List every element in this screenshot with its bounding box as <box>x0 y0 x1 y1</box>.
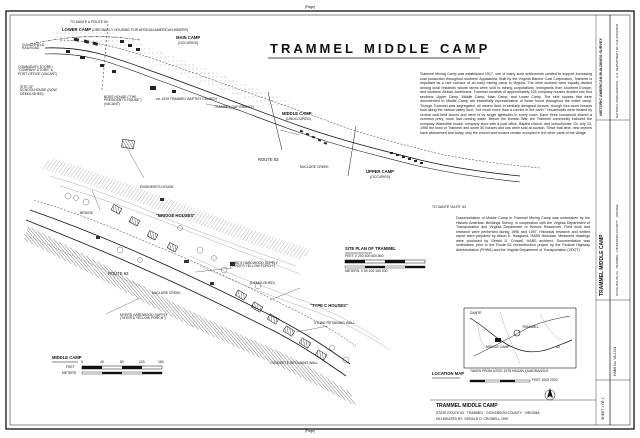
label-middle-camp-note: (UNOCCUPIED) <box>286 117 312 121</box>
page-label-top: (Page) <box>305 5 316 9</box>
label-upper-camp: UPPER CAMP <box>366 169 394 174</box>
sheet-title-recorder: DELINEATED BY: GERALD D. CROWELL 1997 <box>436 417 509 421</box>
middle-camp-scale-meters: METERS <box>62 371 77 375</box>
middle-camp-scale-feet: FEET <box>66 365 75 369</box>
middle-camp-tick-0: 0 <box>81 360 83 364</box>
hillside-upper <box>52 30 300 112</box>
site-plan-scale-bar <box>344 259 426 269</box>
middle-camp-scale-bar <box>81 365 163 375</box>
title-block-survey-no: HABS No. VA-1314 <box>613 346 617 376</box>
label-route-63: ROUTE 63 <box>258 157 279 162</box>
label-mcclure-creek: McCLURE CREEK <box>300 165 329 169</box>
label-stone-wall: STONE RETAINING WALL <box>314 321 355 325</box>
page-label-bottom: (Page) <box>305 429 316 433</box>
label-hyde-house: HYDE'S HARDWOOD SUPPLY ("HYDE'S YELLOW P… <box>230 261 278 269</box>
sheet-title-project: TRAMMEL MIDDLE CAMP <box>436 403 498 409</box>
title-block-sheet: SHEET 1 OF 1 <box>601 397 605 420</box>
label-type-c-houses: "TYPE C HOUSES" <box>310 303 348 308</box>
label-trammel-gap: TRAMMEL GAP BRANCH <box>214 105 254 109</box>
site-creek <box>59 39 541 169</box>
label-boss-house: BOSS HOUSE ("THE PRESIDENT'S HOUSE") (VA… <box>104 95 142 106</box>
title-block-agency: HISTORIC AMERICAN BUILDINGS SURVEY <box>599 38 603 116</box>
middle-camp-tick-4: 160 <box>158 360 164 364</box>
middle-camp-upper-hillside <box>40 158 312 260</box>
site-plan-scale-meters: METERS: 0 50 100 150 200 <box>345 269 388 273</box>
site-plan-scale-feet: FEET: 0 200 400 600 800 <box>345 254 384 258</box>
location-map-label-63: 63 <box>556 345 560 349</box>
label-bridge: BRIDGE <box>80 211 93 215</box>
type-c-houses <box>234 289 328 361</box>
location-map-label-trammel: TRAMMEL <box>522 325 539 329</box>
boundary-lower-main <box>101 23 109 91</box>
label-community-store: COMMUNITY STORE / "COMPANY STORE" & POST… <box>18 65 58 76</box>
sheet-title-location: STATE ROUTE 63 · TRAMMEL · DICKENSON COU… <box>436 411 540 415</box>
label-to-dante: TO DANTE & ROUTE 63 <box>70 20 108 24</box>
middle-camp-creek <box>33 199 357 347</box>
documentation-credits: Documentation of Middle Camp in Trammel … <box>456 216 590 252</box>
boundary-middle-upper <box>347 125 357 177</box>
location-map-note: TAKEN FROM USGS 1978 HAGAN QUADRANGLE <box>470 369 549 373</box>
site-railroad <box>29 36 141 45</box>
label-to-fork: TO DANTE VIA RT. 63 <box>432 205 466 209</box>
middle-camp-tick-1: 40 <box>100 360 104 364</box>
title-word-3: CAMP <box>440 41 491 56</box>
engineers-house-footprint <box>121 138 135 150</box>
label-clinchfield-rr: CLINCHFIELD RAILROAD <box>22 43 45 51</box>
location-map-scale-bar <box>469 379 531 383</box>
label-myer-house: MYERS HARDWOOD SUPPLY ("MYER'S YELLOW PO… <box>120 313 168 321</box>
location-map-scale: FEET 1000 2000 <box>532 378 558 382</box>
label-engineers-house: ENGINEER'S HOUSE <box>140 185 174 189</box>
label-upper-camp-note: (OCCUPIED) <box>370 175 391 179</box>
title-block-project: TRAMMEL MIDDLE CAMP <box>599 234 605 296</box>
label-lower-camp: LOWER CAMP <box>62 27 92 32</box>
label-lower-camp-note: (ORIGINALLY HOUSING FOR AFRICAN-AMERICAN… <box>92 28 188 32</box>
location-map-label-dante: DANTE <box>470 311 482 315</box>
label-mcclure-creek-middle: McCLURE CREEK <box>152 291 181 295</box>
lower-camp-buildings <box>66 37 176 93</box>
boundary-main-middle <box>267 91 283 151</box>
site-road <box>44 47 521 177</box>
middle-camp-lower-hillside <box>24 226 356 406</box>
title-word-1: TRAMMEL <box>270 41 356 56</box>
outbuildings <box>96 198 235 285</box>
middle-camp-road-upper-edge <box>29 209 351 365</box>
middle-camp-road-lower-edge <box>25 219 347 377</box>
label-site-school: SITE OF SCHOOLHOUSE (NOW DEMOLISHED) <box>20 85 57 96</box>
title-block-nps: NATIONAL PARK SERVICE · U.S. DEPARTMENT … <box>615 23 619 118</box>
label-route-63-middle: ROUTE 63 <box>108 271 129 276</box>
label-baptist-church: ca. 1919 TRAMMEL BAPTIST CHURCH <box>156 97 217 101</box>
site-upper-camp-cluster <box>390 152 423 164</box>
site-plan-title: SITE PLAN OF TRAMMEL <box>345 246 396 251</box>
middle-camp-tick-2: 80 <box>120 360 124 364</box>
location-map-frame <box>463 307 577 369</box>
trees <box>64 192 350 364</box>
north-arrow <box>544 388 556 401</box>
history-paragraph: Trammel Mining Camp was established 1917… <box>420 72 592 135</box>
label-bridge-houses: "BRIDGE HOUSES" <box>156 213 196 218</box>
label-main-camp: MAIN CAMP <box>176 35 201 40</box>
title-block-location: STATE ROUTE 63 · TRAMMEL · DICKENSON COU… <box>615 204 619 296</box>
middle-camp-tick-3: 120 <box>139 360 145 364</box>
title-word-2: MIDDLE <box>364 41 432 56</box>
sheet-border-outer <box>5 10 635 430</box>
site-middle-camp-cluster <box>299 129 328 145</box>
label-main-camp-note: (OCCUPIED) <box>178 41 199 45</box>
location-map-label-middle: MIDDLE CAMP <box>486 345 510 349</box>
label-concrete-wall: CONCRETE RETAINING WALL <box>270 361 319 365</box>
label-demolished: (DEMOLISHED) <box>250 281 275 285</box>
middle-camp-scale-title: MIDDLE CAMP <box>52 355 82 360</box>
location-map-title: LOCATION MAP <box>432 371 465 376</box>
label-middle-camp: MIDDLE CAMP <box>282 111 312 116</box>
sheet-border-inner <box>9 14 631 426</box>
bridge-houses <box>110 204 179 253</box>
